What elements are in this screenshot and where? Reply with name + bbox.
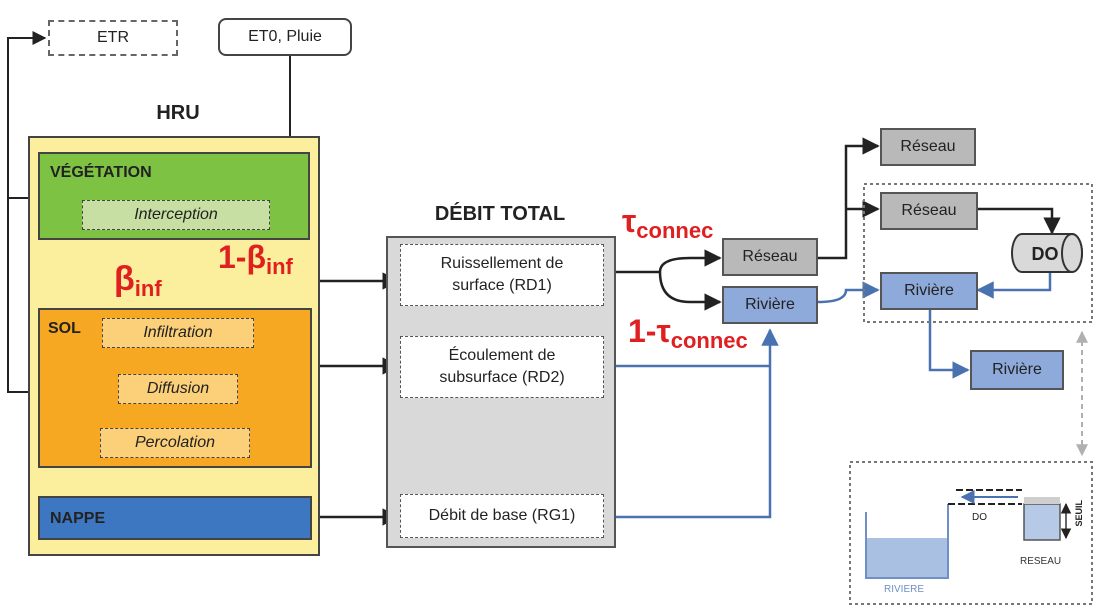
inset-reseau-label: RESEAU [1020,556,1062,567]
inset-do-label: DO [972,512,987,523]
beta-inf-main: β [114,260,135,298]
riviere-mid-box: Rivière [722,286,818,324]
do-to-riviere [976,272,1052,299]
reseau-mid-label: Réseau [742,248,798,265]
rd2-line1: Écoulement de [448,347,556,364]
reseau-right-label: Réseau [901,202,957,219]
riviere-mid-label: Rivière [745,296,795,313]
vegetation-title: VÉGÉTATION [50,164,152,181]
riviere-to-bottom [928,310,970,379]
diffusion-box: Diffusion [118,374,238,404]
riviere-mid-out [817,281,880,304]
reseau-top-label: Réseau [900,138,956,155]
inset-frame [849,461,1093,605]
riviere-bottom-label: Rivière [992,361,1042,378]
rg1-to-riviere [604,328,779,519]
split-to-reseau [658,249,722,273]
riviere-bottom-box: Rivière [970,350,1064,390]
reseau-right-box: Réseau [880,192,978,230]
etr-loop-line [7,31,47,393]
percolation-label: Percolation [134,434,216,451]
reseau-mid-box: Réseau [722,238,818,276]
hru-title: HRU [156,101,200,124]
nappe-title: NAPPE [50,510,106,527]
one-minus-tau-connec-main: 1-τ [628,313,671,349]
one-minus-beta-inf-symbol: 1-βinf [218,240,293,284]
inset-drawing [865,489,1072,579]
tau-connec-main: τ [622,203,637,239]
vegetation-box: VÉGÉTATION Interception [38,152,310,240]
inset-riviere-label: RIVIERE [884,584,925,595]
rg1-label: Débit de base (RG1) [428,507,576,524]
tau-connec-symbol: τconnec [622,204,713,248]
debit-total-title: DÉBIT TOTAL [434,202,566,225]
rd1-line1: Ruissellement de [440,255,564,272]
rd2-line2: subsurface (RD2) [439,369,565,386]
inset-seuil-label: SEUIL [1074,500,1084,527]
riviere-right-label: Rivière [904,282,954,299]
one-minus-beta-inf-main: 1-β [218,239,266,275]
nappe-box: NAPPE [38,496,312,540]
reseau-top-box: Réseau [880,128,976,166]
infiltration-box: Infiltration [102,318,254,348]
etr-box: ETR [48,20,178,56]
do-group-frame [863,183,1093,323]
reseau-mid-out [818,137,880,260]
reseau-to-do [978,207,1061,235]
infiltration-label: Infiltration [143,324,213,341]
et0-pluie-box: ET0, Pluie [218,18,352,56]
one-minus-tau-connec-symbol: 1-τconnec [628,314,748,358]
do-label: DO [1031,243,1059,264]
split-to-riviere [658,271,722,311]
one-minus-tau-connec-sub: connec [670,328,748,353]
beta-inf-symbol: βinf [114,262,162,306]
rd1-line2: surface (RD1) [452,277,552,294]
do-cylinder-shape [1011,233,1083,273]
percolation-box: Percolation [100,428,250,458]
diffusion-label: Diffusion [146,380,210,397]
sol-title: SOL [48,320,81,337]
one-minus-beta-inf-sub: inf [265,254,293,279]
riviere-right-box: Rivière [880,272,978,310]
et0-pluie-label: ET0, Pluie [248,28,322,45]
interception-box: Interception [82,200,270,230]
rg1-box: Débit de base (RG1) [400,494,604,538]
rd1-box: Ruissellement de surface (RD1) [400,244,604,306]
beta-inf-sub: inf [134,276,162,301]
interception-label: Interception [134,206,218,223]
tau-connec-sub: connec [636,218,714,243]
etr-label: ETR [97,29,129,46]
rd2-box: Écoulement de subsurface (RD2) [400,336,604,398]
sol-box: SOL Infiltration Diffusion Percolation [38,308,312,468]
